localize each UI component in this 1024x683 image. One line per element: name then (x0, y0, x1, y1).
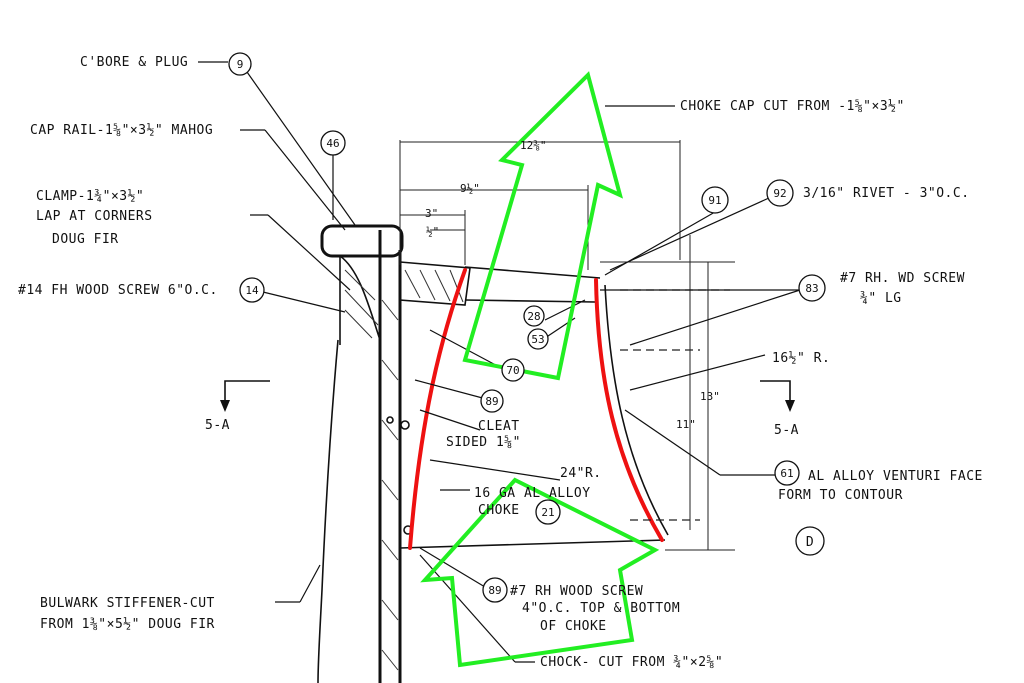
label-dim-half: ½" (426, 225, 439, 238)
section-marker-left (220, 380, 270, 412)
label-rh-bottom-2: 4"O.C. TOP & BOTTOM (522, 601, 680, 616)
balloon-83: 83 (798, 274, 826, 302)
label-section-left: 5-A (205, 418, 230, 433)
balloon-14-text: 14 (245, 284, 259, 297)
balloon-28: 28 (523, 305, 545, 327)
balloon-91: 91 (701, 186, 729, 214)
clamp-block (399, 261, 471, 306)
balloon-28-text: 28 (527, 310, 540, 323)
balloon-21-text: 21 (541, 506, 554, 519)
balloon-9: 9 (228, 52, 252, 76)
label-rh-screw-2: ¾" LG (860, 291, 902, 306)
label-clamp-2: LAP AT CORNERS (36, 209, 153, 224)
balloon-46-text: 46 (326, 137, 339, 150)
balloon-53: 53 (527, 328, 549, 350)
balloon-89-lower-text: 89 (488, 584, 501, 597)
label-clamp-1: CLAMP-1¾"×3½" (36, 189, 144, 204)
label-gn-2: CHOKE (478, 503, 520, 518)
label-cbore: C'BORE & PLUG (80, 55, 188, 70)
balloon-89-lower: 89 (482, 577, 508, 603)
label-cap-rail: CAP RAIL-1⅝"×3½" MAHOG (30, 123, 213, 138)
label-choke-cap: CHOKE CAP CUT FROM -1⅝"×3½" (680, 99, 905, 114)
balloon-91-text: 91 (708, 194, 721, 207)
label-venturi-2: FORM TO CONTOUR (778, 488, 903, 503)
dimensions-top (399, 140, 681, 270)
cap-rail (320, 224, 404, 345)
green-arrow-up-bottom (420, 477, 660, 668)
label-radius-24: 24"R. (560, 466, 602, 481)
label-dim-9: 9½" (460, 182, 480, 195)
label-dim-13: 13" (700, 390, 720, 403)
balloon-89-upper: 89 (480, 389, 504, 413)
bulwark-stiffener (317, 230, 413, 683)
label-clamp-3: DOUG FIR (52, 232, 119, 247)
label-dim-11: 11" (676, 418, 696, 431)
balloon-61-text: 61 (780, 467, 793, 480)
balloon-83-text: 83 (805, 282, 818, 295)
label-venturi-1: AL ALLOY VENTURI FACE (808, 469, 983, 484)
balloon-89-upper-text: 89 (485, 395, 498, 408)
label-chock: CHOCK- CUT FROM ¾"×2⅝" (540, 655, 723, 670)
label-cleat-2: SIDED 1⅝" (446, 435, 521, 450)
label-rivet: 3/16" RIVET - 3"O.C. (803, 186, 970, 201)
balloon-21: 21 (535, 499, 561, 525)
red-venturi-curve-right (594, 278, 664, 542)
label-rh-bottom-3: OF CHOKE (540, 619, 607, 634)
balloon-14: 14 (239, 277, 265, 303)
label-rh-screw-1: #7 RH. WD SCREW (840, 271, 965, 286)
balloon-46: 46 (320, 130, 346, 156)
balloon-61: 61 (774, 460, 800, 486)
balloon-92: 92 (766, 179, 794, 207)
label-rh-bottom-1: #7 RH WOOD SCREW (510, 584, 643, 599)
label-dim-12: 12⅜" (520, 139, 547, 152)
label-dim-3: 3" (425, 207, 438, 220)
balloon-70-text: 70 (506, 364, 519, 377)
section-marker-right (760, 380, 795, 412)
label-fh-screw: #14 FH WOOD SCREW 6"O.C. (18, 283, 218, 298)
venturi-inner-curve (604, 284, 669, 536)
balloon-92-text: 92 (773, 187, 786, 200)
leader-lines (198, 61, 801, 663)
label-section-right: 5-A (774, 423, 799, 438)
balloon-70: 70 (501, 358, 525, 382)
label-bulwark-1: BULWARK STIFFENER-CUT (40, 596, 215, 611)
label-gn-1: 16 GA AL ALLOY (474, 486, 591, 501)
label-bulwark-2: FROM 1⅜"×5½" DOUG FIR (40, 617, 215, 632)
balloon-9-text: 9 (237, 58, 244, 71)
view-d-marker: D (795, 526, 825, 556)
view-d-text: D (806, 535, 814, 550)
red-choke-curve-left (408, 268, 467, 550)
balloon-53-text: 53 (531, 333, 544, 346)
label-radius-16: 16½" R. (772, 351, 830, 366)
label-cleat-1: CLEAT (478, 419, 520, 434)
